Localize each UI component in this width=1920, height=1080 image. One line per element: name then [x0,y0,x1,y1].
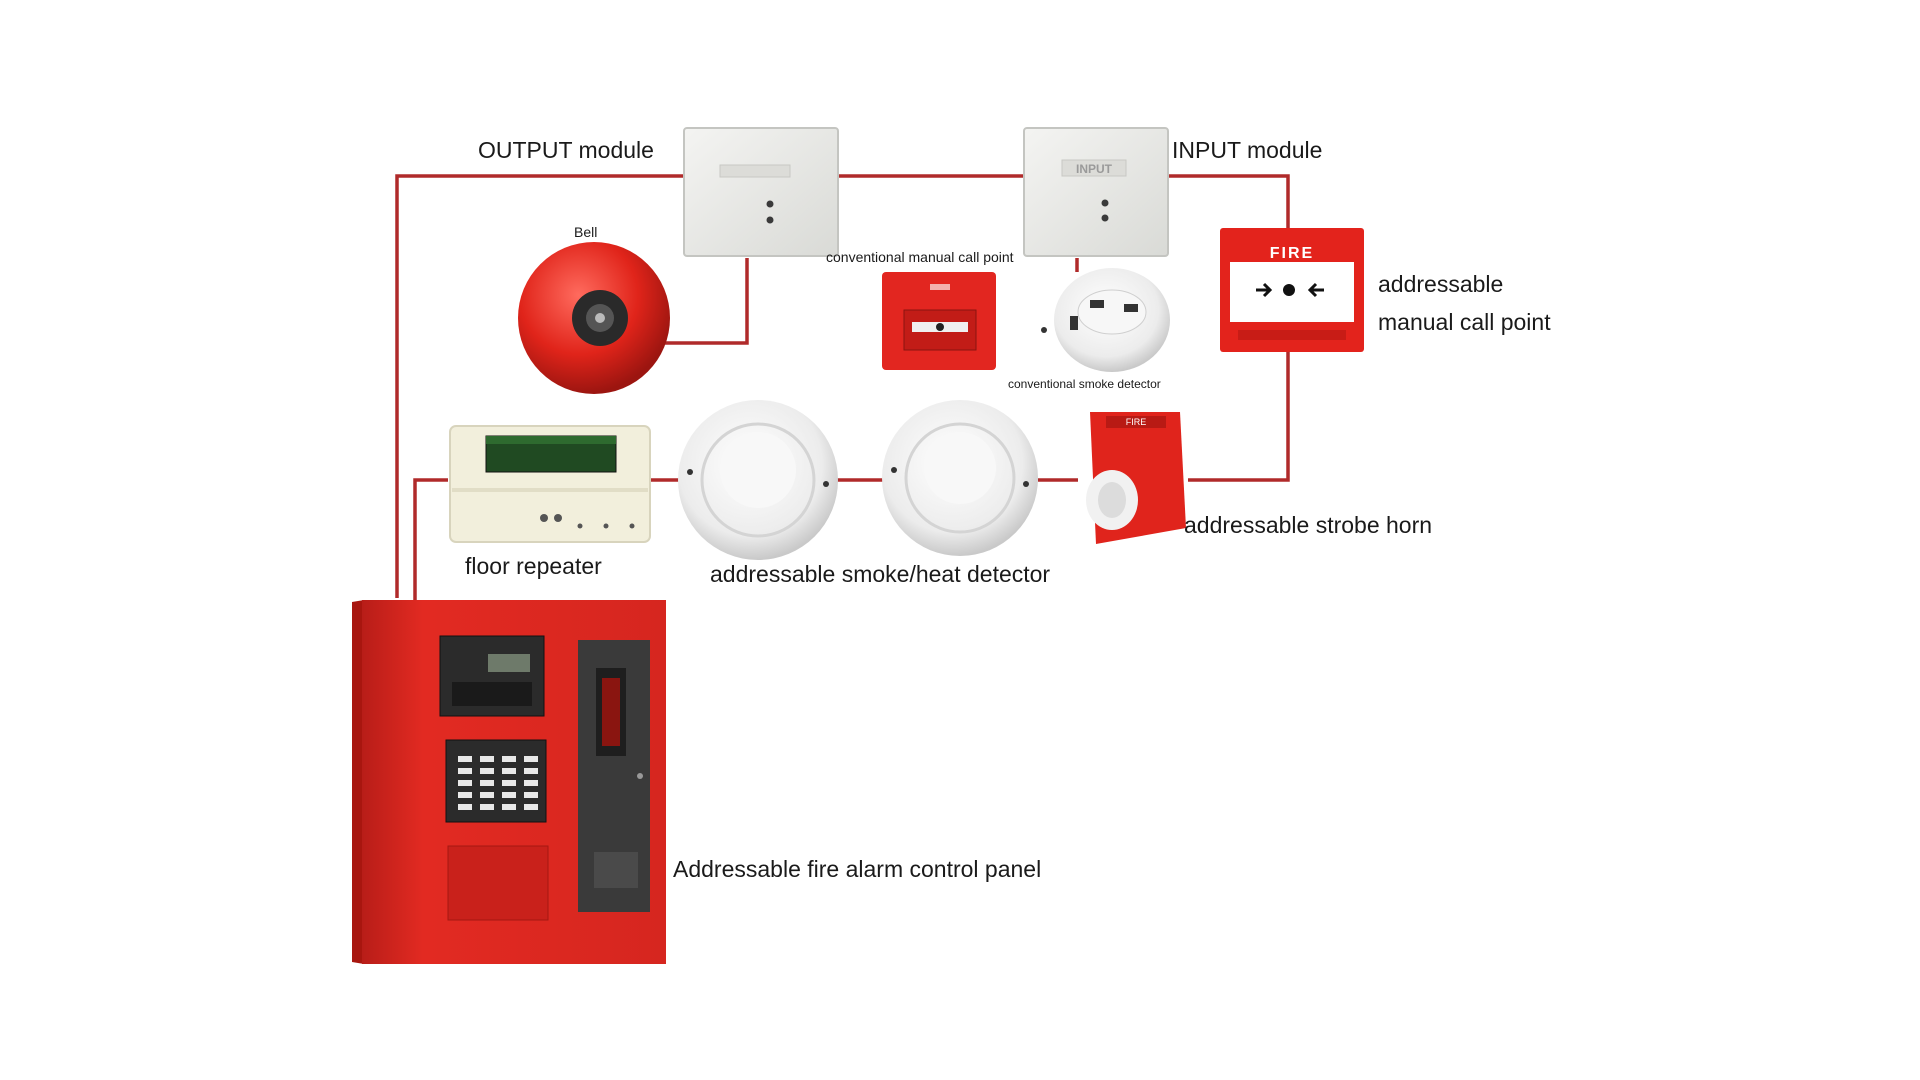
label-conventional-smoke-detector: conventional smoke detector [1008,377,1161,391]
label-floor-repeater: floor repeater [465,553,602,579]
call-point-fire-text: FIRE [1270,245,1314,262]
label-addressable-strobe-horn: addressable strobe horn [1184,512,1433,538]
label-bell: Bell [574,224,598,240]
wire-output-to-bell [664,258,749,345]
label-control-panel: Addressable fire alarm control panel [673,856,1042,882]
strobe-fire-text: FIRE [1126,417,1147,427]
addressable-call-point: FIRE [1220,228,1364,352]
addressable-detector-1 [678,400,838,560]
output-module [683,127,839,257]
wire-input-to-callpoint [1168,174,1290,230]
label-output-module: OUTPUT module [478,137,654,163]
bell-device [518,242,670,394]
floor-repeater [449,425,651,543]
conventional-call-point [882,272,996,370]
label-input-module: INPUT module [1172,137,1323,163]
control-panel [352,600,666,964]
addressable-strobe-horn: FIRE [1086,412,1186,544]
label-addressable-smoke-heat-detector: addressable smoke/heat detector [710,561,1051,587]
conventional-smoke-detector [1041,268,1170,372]
wire-callpoint-to-strobe [1188,352,1290,482]
label-conventional-call-point: conventional manual call point [826,249,1014,265]
wire-main-loop [395,174,684,598]
wiring [395,174,1290,600]
wire-repeater-to-panel [413,478,448,600]
label-addressable-call-point-line1: addressable [1378,271,1504,297]
addressable-detector-2 [882,400,1038,556]
input-module: INPUT [1023,127,1169,257]
label-addressable-call-point-line2: manual call point [1378,309,1551,335]
input-module-text: INPUT [1076,162,1113,176]
